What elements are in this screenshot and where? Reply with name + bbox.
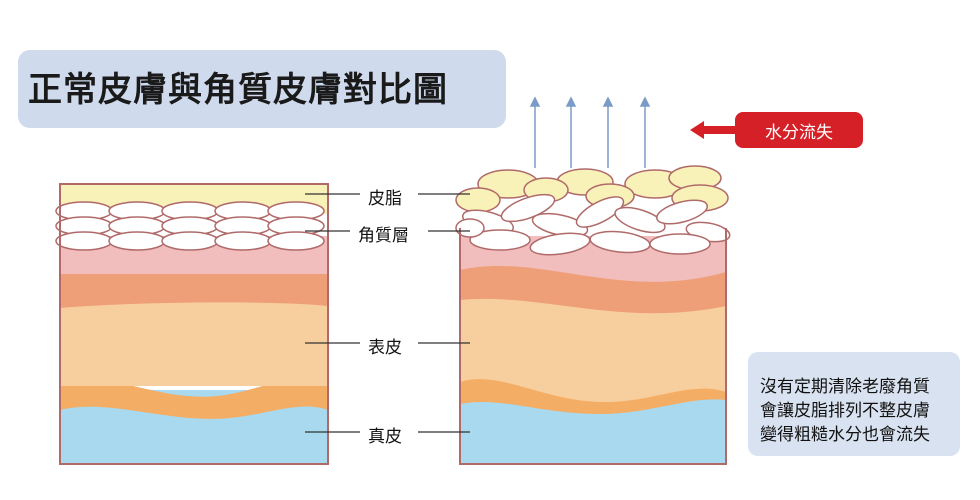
- normal-apricot-layer: [60, 376, 328, 419]
- moisture-arrows: [529, 96, 651, 168]
- note-line-2: 會讓皮脂排列不整皮膚: [760, 401, 930, 421]
- normal-skin-block: [55, 183, 329, 465]
- note-line-3: 變得粗糙水分也會流失: [760, 425, 930, 445]
- label-sebum: 皮脂: [368, 189, 402, 209]
- rough-orange-layer: [460, 263, 726, 314]
- rough-epidermis-layer: [460, 296, 726, 403]
- rough-skin-block: [455, 165, 731, 465]
- water-loss-tag: 水分流失: [735, 112, 863, 148]
- note-box: [748, 352, 960, 456]
- normal-corneum-cells: [55, 201, 325, 251]
- normal-epidermis-layer: [60, 302, 328, 386]
- label-connector-lines: [305, 193, 470, 433]
- red-arrow-icon: [690, 121, 740, 139]
- label-dermis: 真皮: [368, 427, 402, 447]
- note-line-1: 沒有定期清除老廢角質: [760, 377, 930, 397]
- page-title: 正常皮膚與角質皮膚對比圖: [28, 70, 448, 110]
- title-banner: [18, 50, 506, 128]
- label-epidermis: 表皮: [368, 338, 402, 358]
- normal-orange-layer: [60, 272, 328, 308]
- rough-corneum-cells: [455, 193, 731, 256]
- label-stratum-corneum: 角質層: [358, 226, 409, 246]
